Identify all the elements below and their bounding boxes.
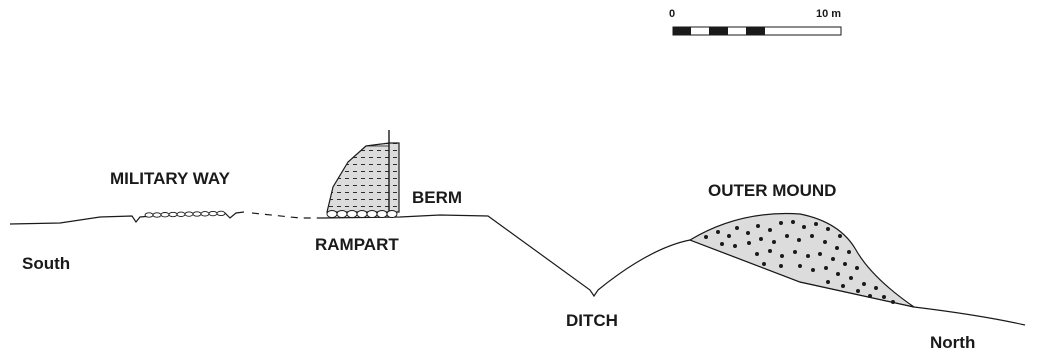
ground-profile-main: [321, 214, 1026, 326]
scale-bar: [672, 26, 842, 36]
label-berm: BERM: [412, 188, 463, 207]
ground-profile-dashed: [251, 212, 322, 219]
label-military-way: MILITARY WAY: [110, 169, 230, 188]
label-ditch: DITCH: [566, 311, 618, 330]
label-outer-mound: OUTER MOUND: [708, 181, 837, 200]
label-north: North: [930, 333, 976, 352]
scale-bar-segment: [673, 27, 691, 35]
rampart-base-stones: [326, 210, 398, 218]
outer-mound-pebbles: [704, 220, 895, 304]
scale-bar-segment: [746, 27, 765, 35]
scale-end-label: 10 m: [816, 8, 842, 20]
scale-start-label: 0: [669, 8, 676, 20]
label-rampart: RAMPART: [315, 235, 399, 254]
outer-mound-fill: [688, 212, 915, 308]
rampart-fill: [326, 142, 400, 213]
ground-profile-south: [9, 211, 245, 225]
military-way-cobbles: [144, 210, 226, 218]
scale-bar-segment: [709, 27, 728, 35]
label-south: South: [22, 254, 71, 273]
